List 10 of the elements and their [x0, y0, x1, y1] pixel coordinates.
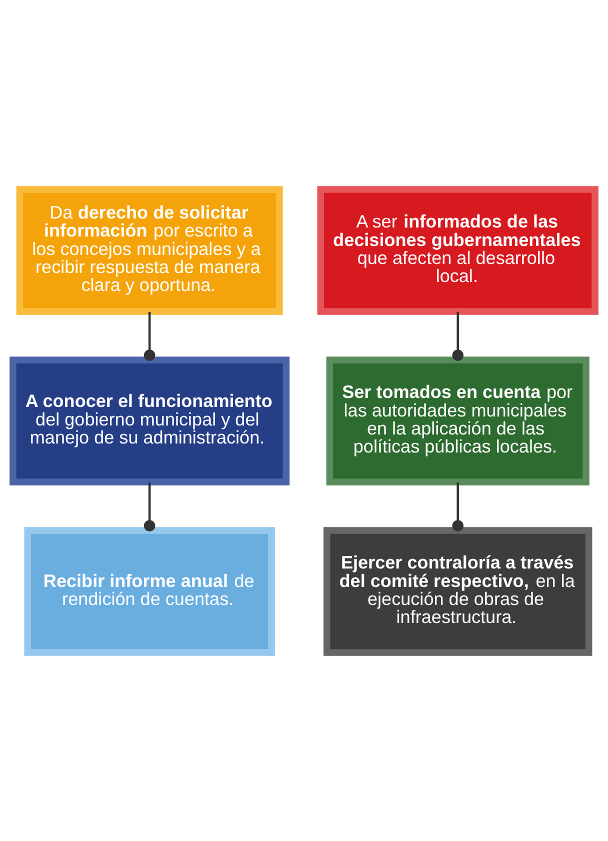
node-box: Recibir informe anual de rendición de cuentas.: [24, 526, 275, 656]
connector: [452, 482, 464, 531]
connector: [144, 311, 156, 360]
node-box: A ser informados de las decisiones gubernamentales que afecten al desarrollo local.: [317, 186, 598, 314]
connector: [144, 482, 156, 531]
node-box: A conocer el funcionamiento del gobierno municipal y del manejo de su administración.: [10, 356, 290, 485]
node-box: Da derecho de solicitar información por escrito a los concejos municipales y a recibir respuesta de manera clara y oportuna.: [16, 186, 283, 314]
connector: [452, 311, 464, 360]
node-box: Ejercer contraloría a través del comité respectivo, en la ejecución de obras de infraestructura.: [323, 526, 592, 656]
node-box: Ser tomados en cuenta por las autoridades municipales en la aplicación de las políticas públicas locales.: [326, 356, 590, 485]
